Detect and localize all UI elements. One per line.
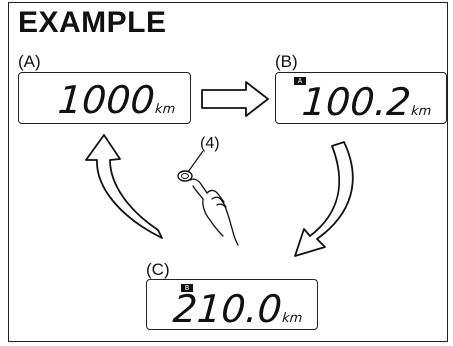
callout-leader-line [188,151,203,172]
right-arrow-icon [202,82,268,116]
curved-arrow-down-icon [295,142,353,256]
pointing-hand-icon [190,179,238,245]
curved-arrow-up-icon [86,135,162,238]
